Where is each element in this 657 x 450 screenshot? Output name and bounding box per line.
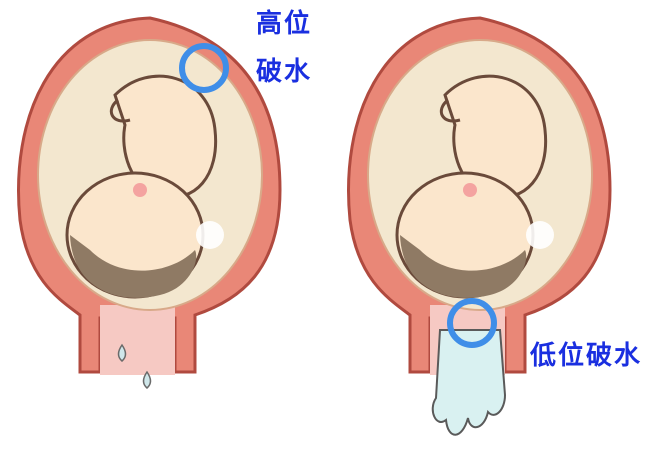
sheen [196,221,224,249]
uterus-low-rupture [349,18,610,435]
label-high-rupture-line2: 破水 [256,56,312,88]
label-low-rupture: 低位破水 [530,340,642,372]
birth-canal [100,305,175,375]
label-high-rupture-line1: 高位 [256,8,312,40]
baby-cheek [133,183,147,197]
uterus-high-rupture [19,18,280,388]
sheen [526,221,554,249]
baby-cheek [463,183,477,197]
